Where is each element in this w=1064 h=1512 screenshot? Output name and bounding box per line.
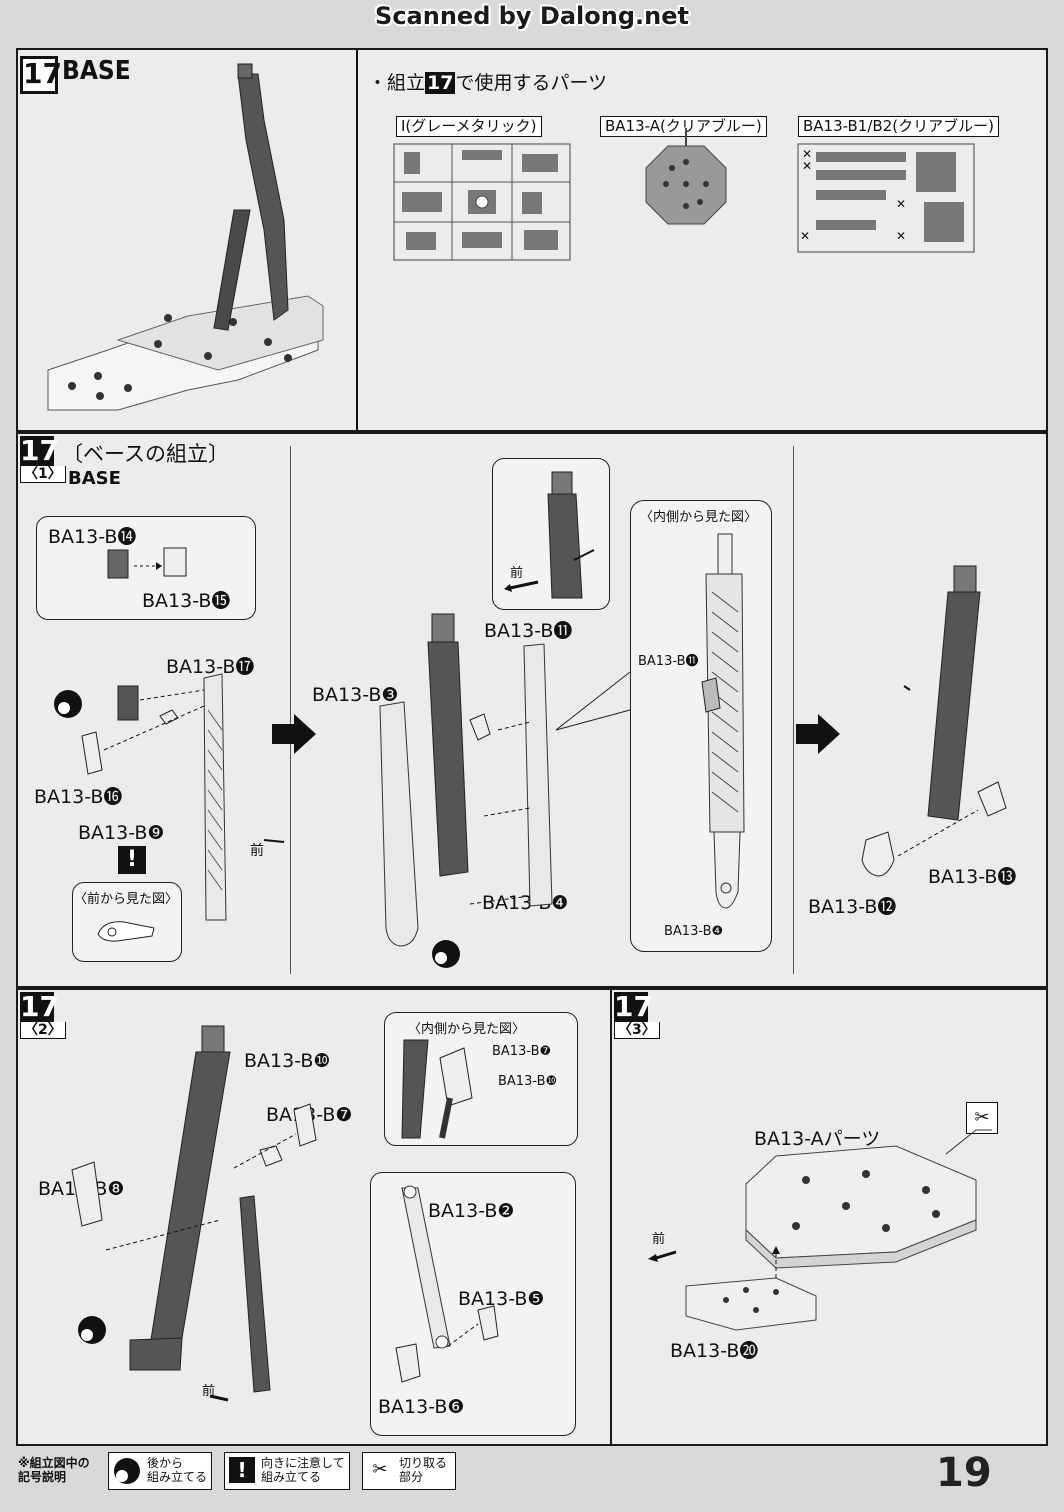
runner-label-i: I(グレーメタリック) (396, 116, 542, 137)
step2-inside-view-illustration (401, 1039, 473, 1139)
caution-icon: ! (229, 1457, 255, 1483)
label-b10-small: BA13-B❿ (498, 1074, 558, 1089)
step-arrow-2 (796, 714, 840, 754)
runner-i-illustration (393, 143, 571, 261)
step1-middle-assembly (379, 613, 553, 968)
inside-view-callout (630, 500, 772, 952)
step3-panel: 17 〈3〉 BA13-Aパーツ BA13-B⓴ 前 ✂ (610, 988, 1048, 1446)
label-b4-small: BA13-B❹ (664, 924, 724, 939)
label-front-2: 前 (510, 566, 524, 581)
step3-sub-number: 〈3〉 (614, 1022, 660, 1039)
label-b11-small: BA13-B⓫ (638, 654, 699, 669)
svg-text:✕: ✕ (800, 229, 810, 243)
runner-ba13a-illustration (645, 128, 727, 225)
parts-heading-step: 17 (425, 72, 456, 94)
label-b16: BA13-B⓰ (34, 786, 123, 808)
front-view-detail (97, 921, 155, 942)
label-b3: BA13-B❸ (312, 684, 399, 706)
step2-inside-view-label: 〈内側から見た図〉 (408, 1022, 526, 1037)
legend-note: ※組立図中の 記号説明 (18, 1456, 90, 1484)
label-b14: BA13-B⓮ (48, 526, 137, 548)
step2-number-badge: 17 (20, 990, 59, 1023)
completed-base-illustration (47, 63, 324, 411)
label-b20: BA13-B⓴ (670, 1340, 759, 1362)
label-b17: BA13-B⓱ (166, 656, 255, 678)
back-assembly-icon (114, 1458, 140, 1484)
step2-arm-callout (370, 1172, 576, 1436)
label-b15: BA13-B⓯ (142, 590, 231, 612)
runner-ba13b-illustration: ✕✕✕✕✕ (797, 143, 975, 253)
front-view-label: 〈前から見た図〉 (74, 892, 179, 907)
svg-text:✕: ✕ (802, 159, 812, 173)
label-a-parts: BA13-Aパーツ (754, 1128, 881, 1150)
step2-panel: 17 〈2〉 BA13-B❿ BA13-B❼ BA13-B❽ 前 〈内側から見た… (16, 988, 612, 1446)
step1-sub-number: 〈1〉 (20, 466, 66, 483)
label-front-1: 前 (250, 843, 264, 859)
svg-text:✕: ✕ (896, 229, 906, 243)
step2-main-assembly (71, 1025, 317, 1402)
step2-sub-number: 〈2〉 (20, 1022, 66, 1039)
legend-caution: ! 向きに注意して 組み立てる (224, 1452, 350, 1490)
svg-text:✕: ✕ (896, 197, 906, 211)
step1-divider-right (793, 446, 794, 974)
parts-heading-suffix: で使用するパーツ (455, 72, 608, 94)
label-b12: BA13-B⓬ (808, 896, 897, 918)
inside-view-illustration (701, 533, 745, 909)
caution-icon: ! (118, 846, 146, 874)
inside-view-pointer (555, 671, 631, 731)
callout-b14-b15 (36, 516, 256, 620)
legend-back-assembly: 後から 組み立てる (108, 1452, 212, 1490)
step1-subtitle: BASE (68, 468, 121, 489)
legend-nipper: ✂ 切り取る 部分 (362, 1452, 456, 1490)
step1-title: 〔ベースの組立〕 (62, 442, 229, 466)
label-b9: BA13-B❾ (78, 822, 165, 844)
scan-watermark: Scanned by Dalong.net (375, 2, 689, 30)
label-front-4: 前 (652, 1232, 666, 1247)
step3-number-badge: 17 (614, 990, 653, 1023)
runner-label-ba13a: BA13-A(クリアブルー) (600, 116, 767, 137)
front-view-callout (72, 882, 182, 962)
step1-right-assembly (861, 565, 1007, 877)
page-number: 19 (936, 1450, 992, 1496)
runner-label-ba13b: BA13-B1/B2(クリアブルー) (798, 116, 999, 137)
legend-nipper-text: 切り取る 部分 (399, 1456, 448, 1484)
step1-panel: 17 〈1〉 〔ベースの組立〕 BASE BA13-B⓮ BA13-B⓯ BA1… (16, 432, 1048, 988)
label-b13: BA13-B⓭ (928, 866, 1017, 888)
inside-view-label: 〈内側から見た図〉 (640, 510, 758, 525)
step3-base-illustration (648, 1129, 992, 1331)
label-b11: BA13-B⓫ (484, 620, 573, 642)
label-b5: BA13-B❺ (458, 1288, 545, 1310)
step-arrow-1 (272, 714, 316, 754)
label-b6: BA13-B❻ (378, 1396, 465, 1418)
step1-divider-left (290, 446, 291, 974)
step1-left-assembly (54, 673, 285, 921)
step2-arm-illustration (395, 1185, 499, 1383)
label-b10: BA13-B❿ (244, 1050, 331, 1072)
nipper-icon: ✂ (372, 1459, 388, 1480)
svg-text:✕: ✕ (802, 147, 812, 161)
top-panel-divider (356, 50, 358, 432)
label-b7-small: BA13-B❼ (492, 1044, 552, 1059)
label-b2: BA13-B❷ (428, 1200, 515, 1222)
step-number-badge: 17 (20, 56, 62, 94)
legend-back-assembly-text: 後から 組み立てる (147, 1456, 208, 1484)
step1-number-badge: 17 (20, 434, 59, 467)
step-title: BASE (62, 56, 131, 86)
nipper-icon: ✂ (966, 1102, 998, 1134)
part-b14-b15-detail (107, 547, 187, 579)
top-detail-illustration (504, 471, 595, 599)
legend-caution-text: 向きに注意して 組み立てる (261, 1456, 345, 1484)
parts-heading-prefix: ・組立 (368, 72, 426, 94)
